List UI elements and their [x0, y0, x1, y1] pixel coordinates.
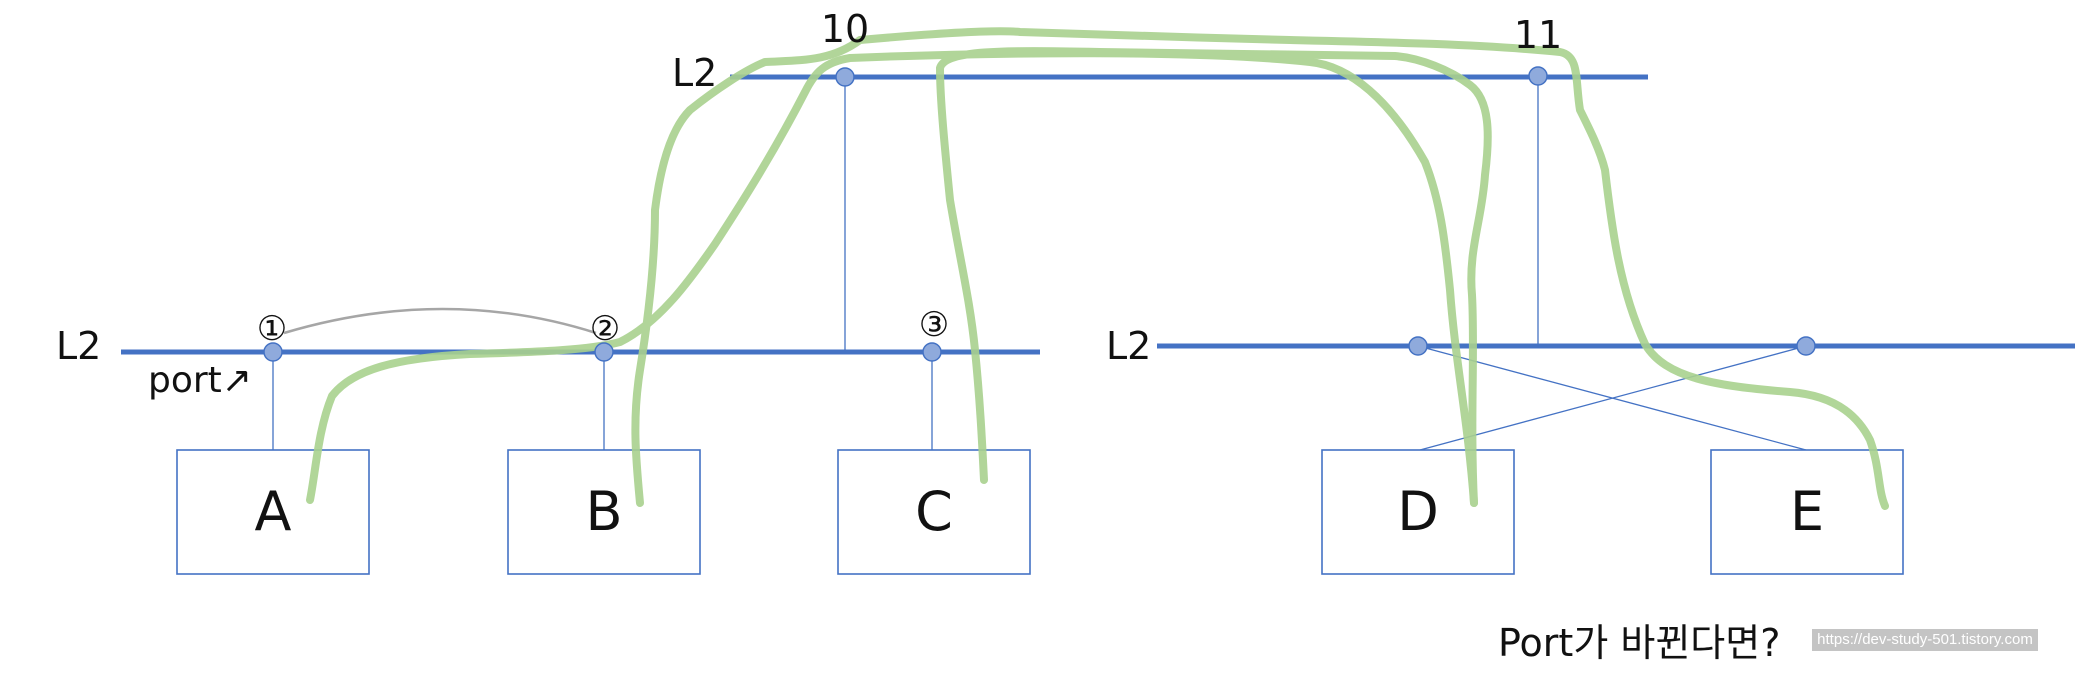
host-label-e: E: [1790, 480, 1824, 543]
port-node-e: [1796, 336, 1816, 356]
port-node-d: [1408, 336, 1428, 356]
path-c-to-d: [936, 47, 1492, 507]
host-label-b: B: [585, 480, 622, 543]
port-2-label: ②: [590, 309, 620, 349]
port-node-2: [594, 342, 614, 362]
host-box-d: [1321, 449, 1515, 575]
switch-node-10: [835, 67, 855, 87]
switch-node-11: [1528, 66, 1548, 86]
host-label-c: C: [915, 480, 953, 543]
path-a-to-d: [306, 49, 1478, 507]
host-box-c: [837, 449, 1031, 575]
link-E-port-to-D: [1419, 345, 1807, 451]
l2-top-label: L2: [672, 51, 717, 95]
switch-11-label: 11: [1514, 13, 1562, 57]
host-box-a: [176, 449, 370, 575]
host-label-a: A: [255, 480, 292, 543]
l2-left-label: L2: [56, 324, 101, 368]
port-3-label: ③: [919, 305, 949, 345]
watermark: https://dev-study-501.tistory.com: [1812, 629, 2038, 651]
host-box-b: [507, 449, 701, 575]
caption: Port가 바뀐다면?: [1498, 621, 1780, 665]
host-label-d: D: [1397, 480, 1439, 543]
switch-10-label: 10: [821, 7, 869, 51]
path-b-to-e: [631, 27, 1889, 510]
port-node-3: [922, 342, 942, 362]
host-box-e: [1710, 449, 1904, 575]
port-node-1: [263, 342, 283, 362]
l2-right-label: L2: [1106, 324, 1151, 368]
port-change-arc: [283, 307, 597, 335]
port-1-label: ①: [257, 309, 287, 349]
port-label: port↗: [148, 360, 252, 401]
